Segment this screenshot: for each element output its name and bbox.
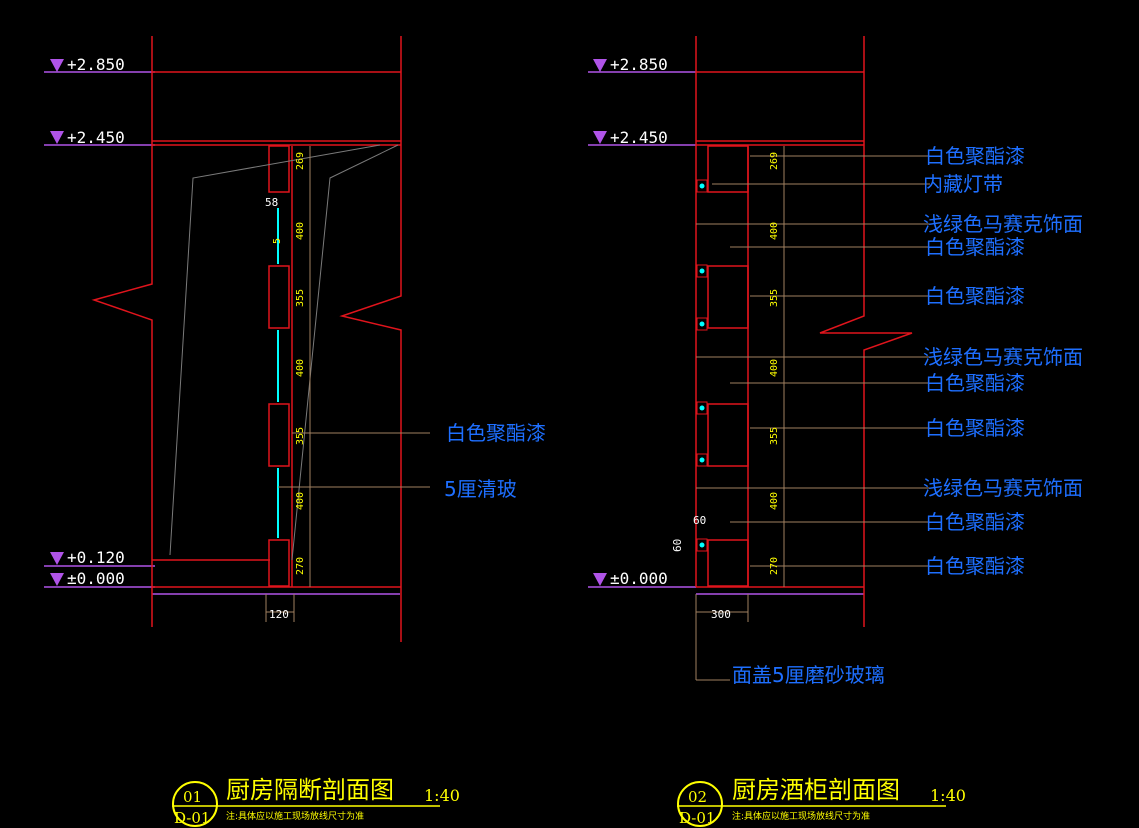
drawing-name: 厨房酒柜剖面图 bbox=[732, 776, 900, 804]
level-label: +2.850 bbox=[67, 55, 125, 74]
light-fixture-icon bbox=[696, 179, 708, 552]
drawing-scale: 1:40 bbox=[930, 786, 966, 805]
dimension: 355 bbox=[295, 289, 306, 307]
level-label: ±0.000 bbox=[610, 569, 668, 588]
dimension: 400 bbox=[295, 492, 306, 510]
level-label: +2.450 bbox=[67, 128, 125, 147]
drawing-note: 注:具体应以施工现场放线尺寸为准 bbox=[226, 810, 364, 822]
material-note: 白色聚酯漆 bbox=[925, 144, 1025, 168]
sheet-number: D-01 bbox=[174, 809, 210, 827]
material-note: 浅绿色马赛克饰面 bbox=[923, 212, 1083, 236]
material-note: 浅绿色马赛克饰面 bbox=[923, 476, 1083, 500]
left-section: +2.850 +2.450 +0.120 ±0.000 bbox=[44, 36, 546, 827]
dimension: 5 bbox=[272, 238, 283, 244]
level-marker-icon bbox=[593, 59, 607, 586]
drawing-note: 注:具体应以施工现场放线尺寸为准 bbox=[732, 810, 870, 822]
title-bubble-icon bbox=[172, 781, 218, 827]
dimension: 269 bbox=[769, 152, 780, 170]
dimension: 355 bbox=[769, 427, 780, 445]
dimension: 60 bbox=[693, 514, 706, 527]
title-bubble-icon bbox=[677, 781, 723, 827]
dimension: 60 bbox=[671, 539, 684, 552]
material-note: 白色聚酯漆 bbox=[925, 510, 1025, 534]
dimension: 400 bbox=[295, 359, 306, 377]
dimension: 355 bbox=[295, 427, 306, 445]
material-note: 白色聚酯漆 bbox=[446, 421, 546, 445]
material-note: 5厘清玻 bbox=[444, 477, 517, 501]
level-label: +0.120 bbox=[67, 548, 125, 567]
drawing-name: 厨房隔断剖面图 bbox=[226, 776, 394, 804]
dimension: 355 bbox=[769, 289, 780, 307]
wall-outline bbox=[91, 36, 402, 642]
material-note: 白色聚酯漆 bbox=[925, 416, 1025, 440]
level-marker-icon bbox=[50, 59, 64, 586]
material-note: 面盖5厘磨砂玻璃 bbox=[732, 663, 885, 687]
material-note: 白色聚酯漆 bbox=[925, 284, 1025, 308]
material-note: 内藏灯带 bbox=[923, 172, 1003, 196]
material-note: 白色聚酯漆 bbox=[925, 554, 1025, 578]
level-label: ±0.000 bbox=[67, 569, 125, 588]
material-note: 白色聚酯漆 bbox=[925, 371, 1025, 395]
dimension: 120 bbox=[269, 608, 289, 621]
material-note: 白色聚酯漆 bbox=[925, 235, 1025, 259]
level-label: +2.450 bbox=[610, 128, 668, 147]
dimension: 400 bbox=[295, 222, 306, 240]
dimension: 270 bbox=[295, 557, 306, 575]
dimension: 400 bbox=[769, 222, 780, 240]
drawing-number: 01 bbox=[183, 788, 202, 806]
wall-outline bbox=[695, 36, 913, 627]
dimension: 300 bbox=[711, 608, 731, 621]
dimension: 269 bbox=[295, 152, 306, 170]
dimension: 270 bbox=[769, 557, 780, 575]
level-label: +2.850 bbox=[610, 55, 668, 74]
dimension: 400 bbox=[769, 359, 780, 377]
drawing-scale: 1:40 bbox=[424, 786, 460, 805]
dimension: 58 bbox=[265, 196, 278, 209]
drawing-title: 02 D-01 厨房酒柜剖面图 1:40 注:具体应以施工现场放线尺寸为准 bbox=[677, 776, 966, 827]
drawing-number: 02 bbox=[688, 788, 707, 806]
sheet-number: D-01 bbox=[679, 809, 715, 827]
dimension: 400 bbox=[769, 492, 780, 510]
material-note: 浅绿色马赛克饰面 bbox=[923, 345, 1083, 369]
right-section: +2.850 +2.450 ±0.000 bbox=[588, 36, 1083, 827]
drawing-title: 01 D-01 厨房隔断剖面图 1:40 注:具体应以施工现场放线尺寸为准 bbox=[172, 776, 460, 827]
